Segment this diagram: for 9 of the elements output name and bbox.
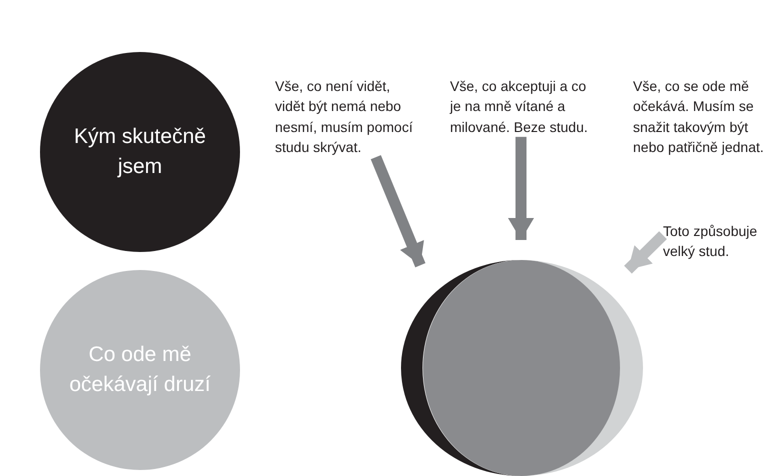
circle-label: Kým skutečně jsem [73,124,207,180]
arrow [508,136,534,240]
note-text: Toto způsobuje velký stud. [663,222,758,262]
description-text: Vše, co se ode mě očekává. Musím se snažit takovým být nebo patřičně jednat. [633,77,765,157]
circle-label: Co ode mě očekávají druzí [68,342,212,398]
arrow [370,155,426,268]
description-text: Vše, co akceptuji a co je na mně vítané a milované. Beze studu. [450,77,589,137]
arrow [624,231,667,274]
description-text: Vše, co není vidět, vidět být nemá nebo nesmí, musím pomocí studu skrývat. [275,77,414,157]
